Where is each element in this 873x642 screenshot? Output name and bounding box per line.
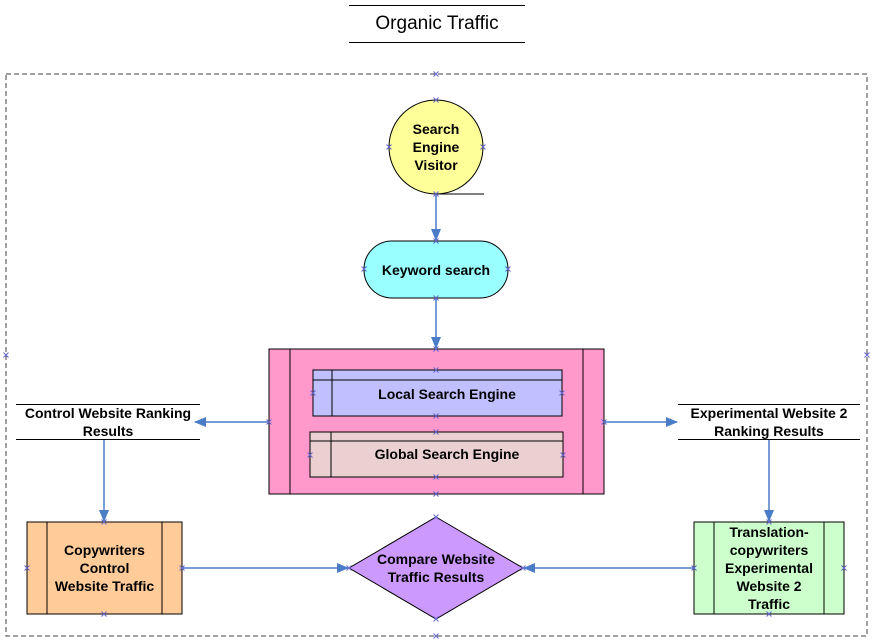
connection-point-x	[766, 519, 772, 525]
connection-point-x	[361, 266, 367, 272]
connection-point-x	[560, 452, 566, 458]
connection-point-x	[433, 633, 439, 639]
connection-point-x	[480, 144, 486, 150]
connection-point-x	[179, 565, 185, 571]
connection-point-x	[505, 266, 511, 272]
connection-point-x	[386, 144, 392, 150]
connection-point-x	[766, 611, 772, 617]
connection-points	[3, 71, 870, 639]
connection-point-x	[433, 491, 439, 497]
local-engine-label: Local Search Engine	[378, 385, 516, 402]
keyword-node-label: Keyword search	[381, 261, 491, 278]
control-ranking-label: Control Website Ranking Results	[16, 404, 200, 440]
compare-node-label: Compare Website Traffic Results	[377, 551, 495, 585]
connection-point-x	[433, 346, 439, 352]
copywriters-node-shape[interactable]	[26, 521, 183, 615]
connection-point-x	[433, 413, 439, 419]
connection-point-x	[101, 611, 107, 617]
translation-node-label: Translation-copywriters Experimental Web…	[725, 524, 813, 612]
global-engine-label: Global Search Engine	[374, 446, 520, 462]
connection-point-x	[101, 519, 107, 525]
connection-point-x	[433, 295, 439, 301]
connection-point-x	[433, 429, 439, 435]
copywriters-node-label: Copywriters Control Website Traffic	[54, 542, 155, 594]
connection-point-x	[691, 565, 697, 571]
connection-point-x	[310, 390, 316, 396]
connection-point-x	[433, 97, 439, 103]
connection-point-x	[433, 616, 439, 622]
connection-point-x	[307, 452, 313, 458]
connection-point-x	[559, 390, 565, 396]
connection-point-x	[433, 238, 439, 244]
connection-point-x	[433, 474, 439, 480]
connection-point-x	[601, 419, 607, 425]
connection-point-x	[864, 352, 870, 358]
connection-point-x	[3, 352, 9, 358]
page-title: Organic Traffic	[349, 5, 525, 43]
connection-point-x	[433, 367, 439, 373]
connection-point-x	[266, 419, 272, 425]
visitor-node-label: Search Engine Visitor	[412, 121, 460, 173]
connection-point-x	[841, 565, 847, 571]
connection-point-x	[346, 565, 352, 571]
connection-point-x	[24, 565, 30, 571]
local-engine-shape[interactable]	[312, 369, 563, 417]
experimental-ranking-label: Experimental Website 2 Ranking Results	[678, 404, 860, 440]
connection-point-x	[433, 514, 439, 520]
connection-point-x	[433, 71, 439, 77]
connection-point-x	[520, 565, 526, 571]
connection-point-x	[433, 191, 439, 197]
